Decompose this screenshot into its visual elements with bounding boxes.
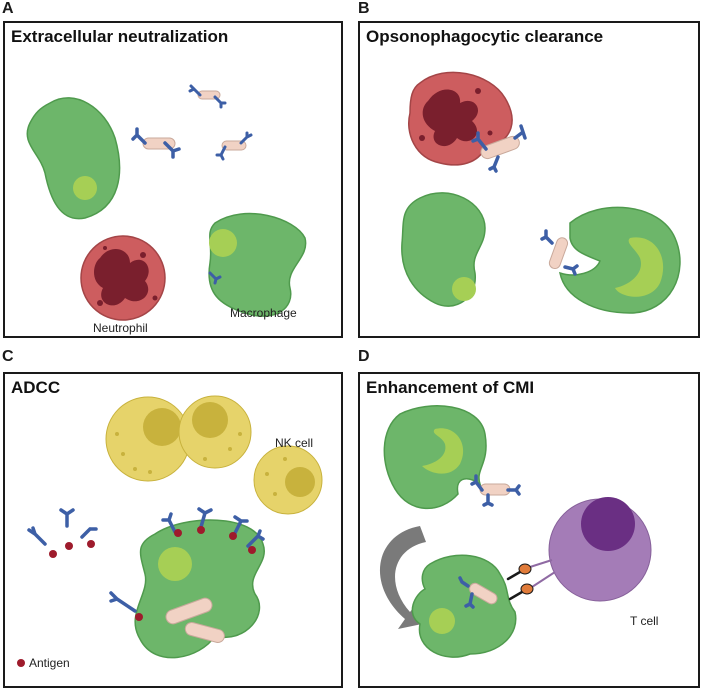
nk-cell	[105, 396, 191, 482]
bacterium	[184, 621, 225, 643]
antibody-bacterium-complex	[471, 124, 527, 173]
panel-c-title: ADCC	[11, 378, 61, 397]
macrophage-cell	[26, 97, 121, 220]
panel-c: ADCC NK cell Antigen	[3, 372, 343, 688]
antibody	[208, 271, 222, 285]
neutrophil-cell	[408, 71, 513, 166]
antibody	[161, 507, 265, 548]
neutrophil-nucleus	[422, 89, 479, 147]
macrophage-nucleus	[73, 176, 97, 200]
panel-a-letter: A	[2, 0, 14, 17]
antibody	[27, 508, 98, 546]
antibody-bacterium-complex	[188, 84, 227, 109]
nk-cell	[178, 395, 252, 469]
neutrophil-nucleus	[94, 248, 149, 306]
macrophage-cell	[208, 212, 307, 317]
nk-nucleus	[285, 467, 315, 497]
macrophage-label: Macrophage	[230, 306, 297, 320]
bacterium	[165, 597, 213, 625]
tcr-receptors	[529, 559, 556, 588]
antibody	[109, 591, 137, 613]
cycle-arrow	[379, 526, 426, 629]
panel-c-illustration	[17, 395, 323, 667]
antigen-legend-label: Antigen	[29, 656, 70, 670]
panel-b: Opsonophagocytic clearance	[358, 21, 700, 338]
panel-d: Enhancement of CMI T cell	[358, 372, 700, 688]
antibody-bacterium-complex	[131, 127, 181, 159]
antibody-bacterium-complex	[458, 576, 498, 609]
nk-nucleus	[143, 408, 181, 446]
antigen-markers	[17, 526, 256, 667]
panel-d-letter: D	[358, 348, 370, 365]
t-cell-label: T cell	[630, 614, 659, 628]
target-nucleus	[158, 547, 192, 581]
panel-c-letter: C	[2, 348, 14, 365]
t-nucleus	[581, 497, 635, 551]
panel-b-title: Opsonophagocytic clearance	[366, 27, 604, 46]
mhc-molecule	[518, 563, 532, 575]
apc-nucleus	[429, 608, 455, 634]
panel-b-illustration	[401, 71, 681, 314]
antibody-bacterium-complex	[215, 131, 253, 161]
antibody-bacterium-complex	[540, 229, 579, 276]
panel-d-illustration	[379, 405, 652, 658]
macrophage-nucleus	[452, 277, 476, 301]
macrophage-engulfing	[383, 405, 487, 510]
antibody-bacterium-complex	[470, 474, 521, 507]
macrophage-nucleus	[422, 428, 464, 474]
panel-a-title: Extracellular neutralization	[11, 27, 229, 46]
tcr-mhc-interaction	[506, 570, 524, 601]
mhc-molecule	[520, 583, 534, 595]
antigen-presenting-cell	[411, 554, 517, 658]
macrophage-nucleus	[615, 237, 664, 297]
neutrophil-label: Neutrophil	[93, 321, 148, 335]
macrophage-nucleus	[209, 229, 237, 257]
panel-a: Extracellular neutralization Neutrophil …	[3, 21, 343, 338]
neutrophil-cell	[80, 235, 166, 321]
nk-cell	[253, 445, 323, 515]
panel-d-title: Enhancement of CMI	[366, 378, 535, 397]
panel-b-letter: B	[358, 0, 370, 17]
nk-nucleus	[192, 402, 228, 438]
panel-a-illustration	[26, 84, 307, 321]
nk-cell-label: NK cell	[275, 436, 314, 450]
